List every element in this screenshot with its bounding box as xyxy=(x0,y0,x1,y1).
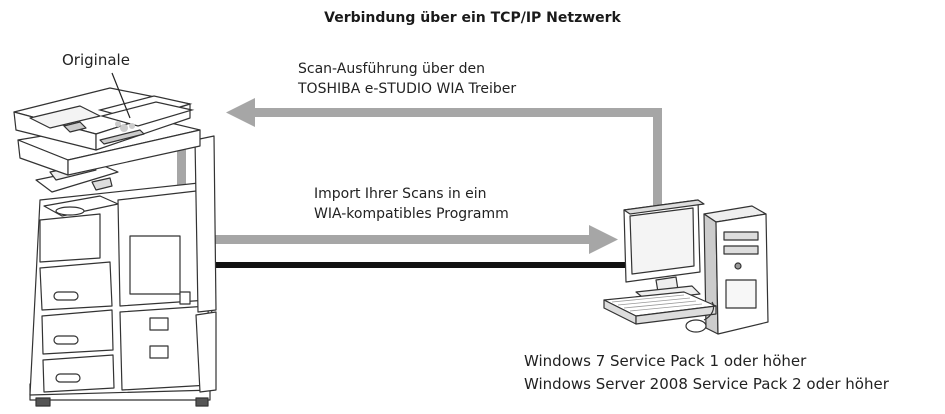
originals-pointer-line xyxy=(111,72,131,119)
desktop-computer-icon xyxy=(603,199,769,335)
multifunction-printer-icon xyxy=(13,87,217,407)
network-cable xyxy=(210,262,628,268)
import-label-line2: WIA-kompatibles Programm xyxy=(314,206,509,222)
paper-stack-icon xyxy=(97,95,195,132)
diagram-title: Verbindung über ein TCP/IP Netzwerk xyxy=(324,10,621,26)
os-requirement-line2: Windows Server 2008 Service Pack 2 oder … xyxy=(524,375,889,393)
os-requirement-line1: Windows 7 Service Pack 1 oder höher xyxy=(524,352,807,370)
scan-execution-label-line2: TOSHIBA e-STUDIO WIA Treiber xyxy=(298,81,517,97)
import-label-line1: Import Ihrer Scans in ein xyxy=(314,186,487,202)
scan-arrow xyxy=(226,98,662,214)
scan-execution-label-line1: Scan-Ausführung über den xyxy=(298,61,485,77)
originals-label: Originale xyxy=(62,51,130,69)
